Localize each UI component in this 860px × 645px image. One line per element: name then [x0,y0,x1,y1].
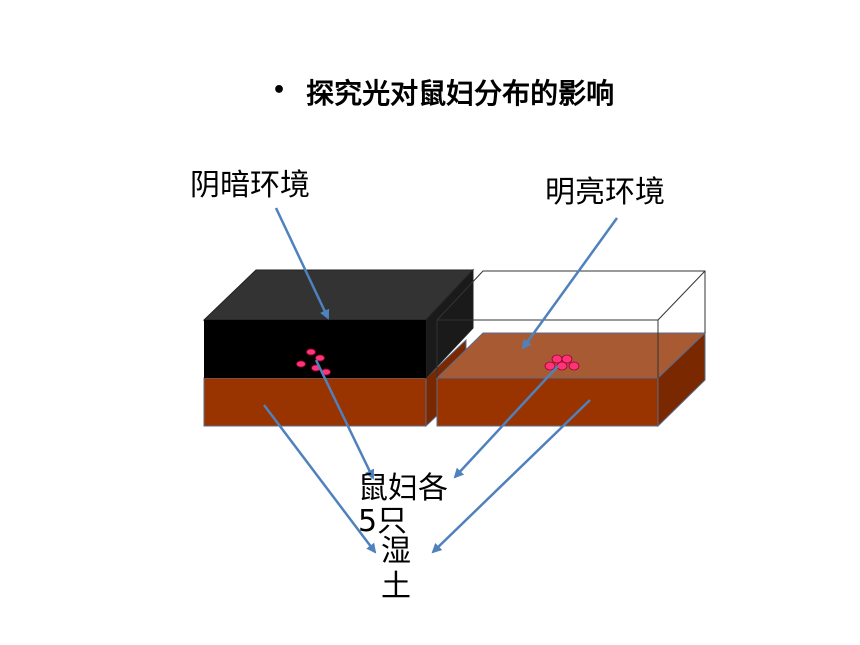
transparent-cover-box [436,270,706,378]
woodlouse-bright-2 [561,354,573,364]
dark-cover-box [202,268,475,380]
page-title: 探究光对鼠妇分布的影响 [306,77,615,110]
clear-box-top-right-edge [657,270,706,321]
bright-environment-label: 明亮环境 [545,175,665,210]
arrow-dark-env [274,207,330,320]
dark-environment-label: 阴暗环境 [190,168,310,203]
bright-soil-front-face [436,377,659,427]
arrow-soil-bright [431,399,591,554]
woodlice-bright-group [544,354,580,371]
bright-side-soil-block [435,331,707,428]
title-row: • 探究光对鼠妇分布的影响 [272,72,614,112]
arrow-woodlouse-dark [314,359,375,480]
woodlouse-dark-2 [315,354,325,362]
arrow-soil-dark [263,404,377,554]
woodlouse-dark-1 [306,348,316,356]
arrow-woodlouse-bright [453,365,559,479]
title-bullet: • [272,77,287,103]
dark-soil-front-face [203,377,427,427]
woodlouse-bright-3 [544,361,556,371]
woodlouse-bright-4 [556,361,568,371]
woodlouse-bright-5 [568,361,580,371]
woodlice-dark-group [296,348,331,376]
arrow-bright-env [521,217,619,350]
moist-soil-label: 湿土 [381,534,411,604]
woodlouse-dark-3 [296,360,306,368]
clear-box-top-edges [436,270,706,333]
woodlouse-count-label: 鼠妇各5只 [358,471,448,539]
pointer-arrows [263,207,619,554]
